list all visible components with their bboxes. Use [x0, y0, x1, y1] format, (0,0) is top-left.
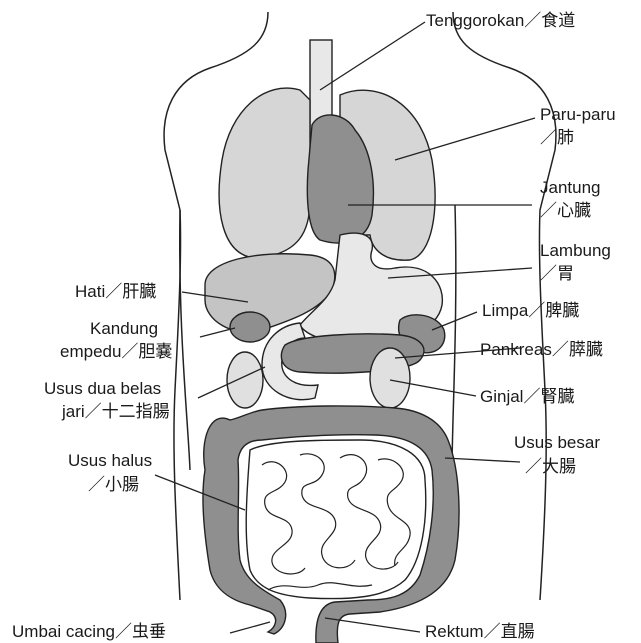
- label-kidney: Ginjal／腎臓: [480, 387, 574, 406]
- label-gallbladder-line1: Kandung: [90, 319, 158, 338]
- left-lung: [219, 88, 310, 258]
- label-gallbladder-line2: empedu／胆嚢: [60, 342, 172, 361]
- label-lungs-line2: ／肺: [540, 128, 574, 147]
- label-large-intestine-line1: Usus besar: [514, 433, 600, 452]
- label-stomach-line1: Lambung: [540, 241, 611, 260]
- label-pancreas: Pankreas／膵臓: [480, 340, 603, 359]
- label-duodenum-line2: jari／十二指腸: [61, 402, 170, 421]
- label-spleen: Limpa／脾臓: [482, 301, 579, 320]
- label-rectum: Rektum／直腸: [425, 622, 535, 641]
- label-small-intestine-line1: Usus halus: [68, 451, 152, 470]
- label-large-intestine-line2: ／大腸: [525, 457, 576, 476]
- label-appendix: Umbai cacing／虫垂: [12, 622, 166, 641]
- label-duodenum-line1: Usus dua belas: [44, 379, 161, 398]
- left-kidney: [227, 352, 263, 408]
- label-heart-line1: Jantung: [540, 178, 601, 197]
- label-stomach-line2: ／胃: [540, 264, 574, 283]
- label-esophagus: Tenggorokan／食道: [426, 11, 575, 30]
- small-intestine: [246, 440, 426, 599]
- gallbladder: [230, 312, 270, 342]
- label-heart-line2: ／心臓: [540, 201, 591, 220]
- label-small-intestine-line2: ／小腸: [88, 475, 139, 494]
- label-lungs-line1: Paru-paru: [540, 105, 616, 124]
- label-liver: Hati／肝臓: [75, 282, 156, 301]
